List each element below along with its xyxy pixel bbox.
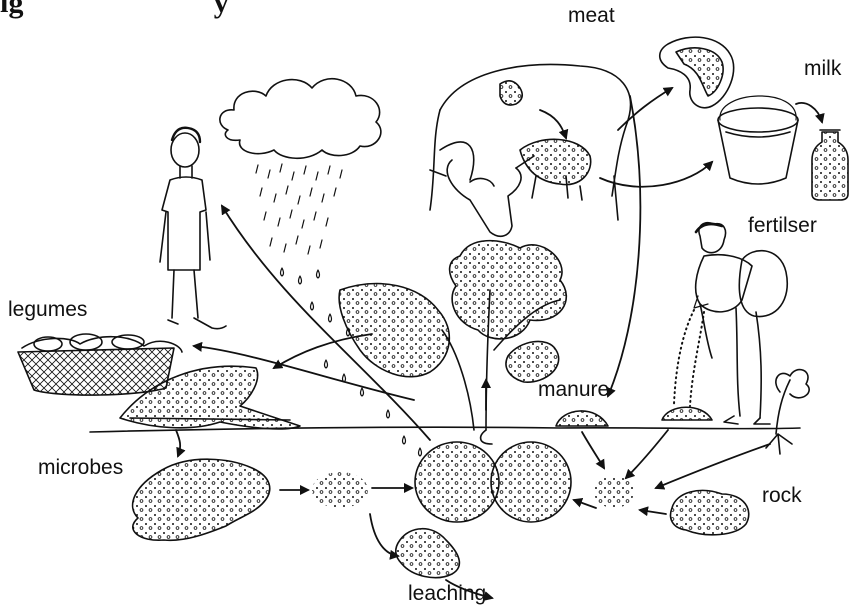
decomposing-leaf-icon <box>133 459 270 540</box>
arrow-cow-internal <box>540 110 566 138</box>
small-plant-icon <box>766 370 809 454</box>
arrow-to-leaching <box>370 514 398 556</box>
label-meat: meat <box>568 4 615 28</box>
meat-icon <box>660 37 734 108</box>
arrow-nutrients-to-roots <box>574 500 596 508</box>
arrow-to-bottle <box>796 103 822 122</box>
label-legumes: legumes <box>8 298 87 322</box>
label-milk: milk <box>804 57 841 81</box>
arrow-rock-to-nutrients <box>640 510 666 514</box>
milk-bottle-icon <box>812 130 848 200</box>
arrow-manure-to-nutrients <box>582 432 604 468</box>
label-rock: rock <box>762 484 802 508</box>
arrow-plant-to-nutrients <box>656 444 770 488</box>
label-microbes: microbes <box>38 456 123 480</box>
arrow-cow-to-manure <box>608 96 640 396</box>
label-manure: manure <box>538 378 609 402</box>
leaching-blob-icon <box>396 529 460 578</box>
manure-pile-icon <box>556 411 608 426</box>
farmer-fertiliser-icon <box>662 223 787 424</box>
rock-icon <box>671 490 749 534</box>
arrow-fertiliser-to-nutrients <box>626 430 668 478</box>
milk-bucket-icon <box>718 96 798 184</box>
arrow-leaf-down <box>176 430 180 456</box>
microbe-cluster-icon <box>312 472 368 508</box>
label-leaching: leaching <box>408 582 486 606</box>
ground-line <box>90 427 800 432</box>
label-fertiliser: fertilser <box>748 214 817 238</box>
girl-figure-icon <box>160 128 226 329</box>
soil-nutrients-icon <box>594 476 634 508</box>
cow-icon <box>430 65 630 237</box>
